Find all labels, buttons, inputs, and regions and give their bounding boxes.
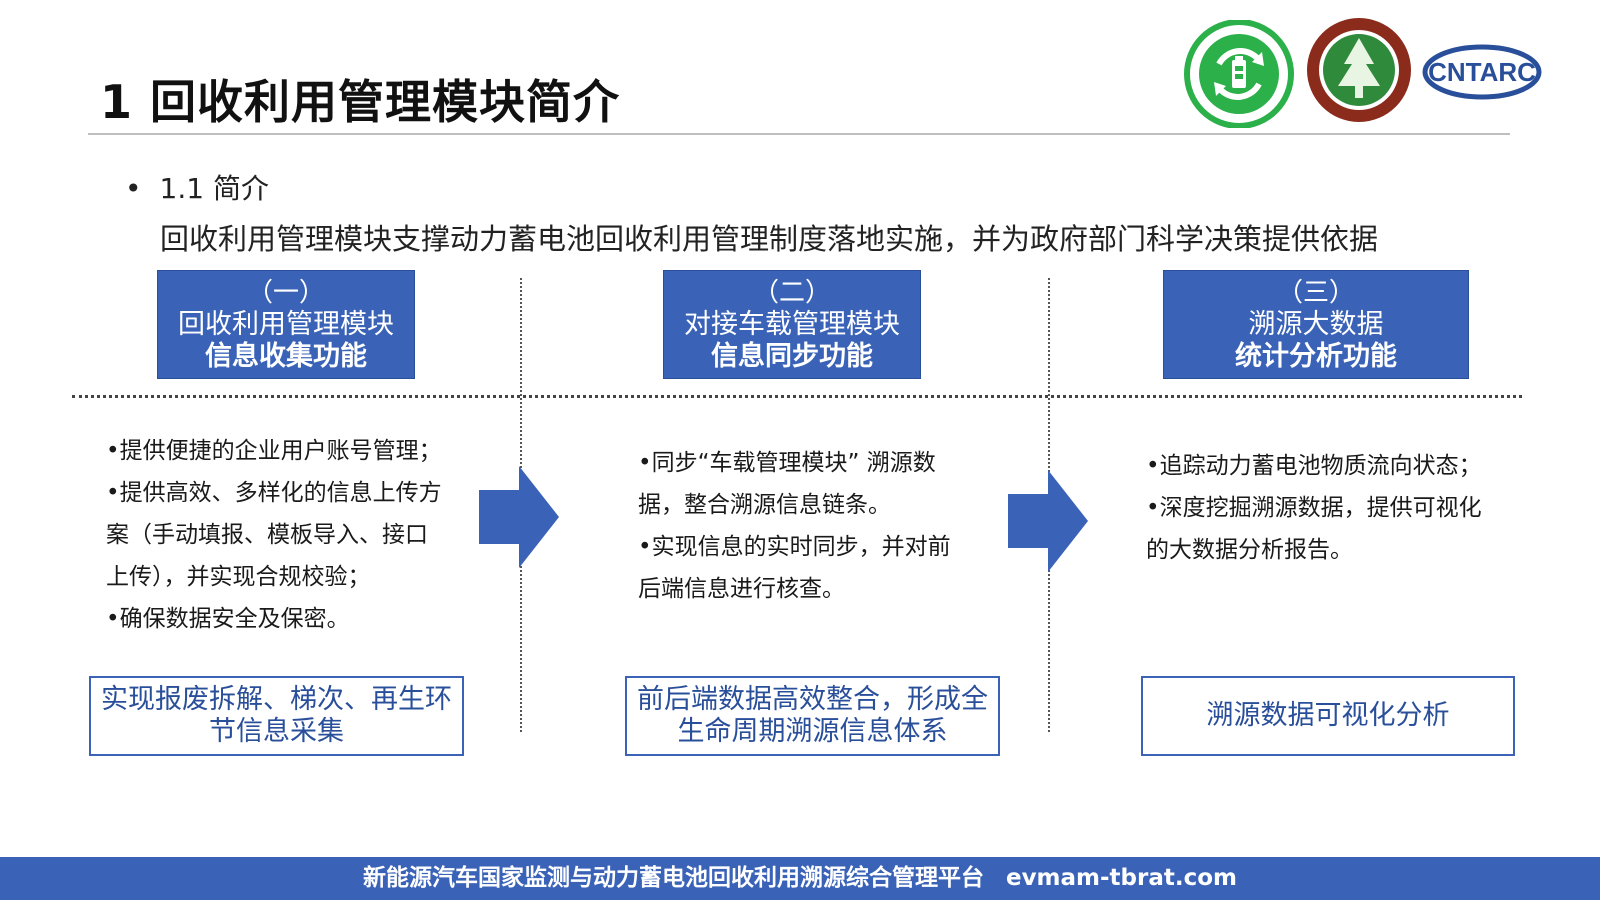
outcome-line: 溯源数据可视化分析 [1206, 700, 1450, 731]
outcome-line: 节信息采集 [209, 716, 344, 747]
row-divider [72, 395, 1522, 398]
list-item: 案（手动填报、模板导入、接口 [106, 522, 428, 548]
list-item: 上传），并实现合规校验； [106, 564, 371, 590]
list-item: •提供高效、多样化的信息上传方 [106, 480, 442, 506]
module-outcome-2: 前后端数据高效整合，形成全 生命周期溯源信息体系 [625, 676, 1000, 756]
title-divider [88, 133, 1510, 135]
module-function: 信息收集功能 [205, 340, 367, 372]
cnta-logo-text: CNTARC [1428, 57, 1536, 87]
intro-text: 回收利用管理模块支撑动力蓄电池回收利用管理制度落地实施，并为政府部门科学决策提供… [160, 222, 1379, 256]
outcome-line: 前后端数据高效整合，形成全 [637, 684, 988, 715]
module-name: 回收利用管理模块 [178, 308, 394, 340]
module-number: （三） [1276, 277, 1355, 308]
module-outcome-1: 实现报废拆解、梯次、再生环 节信息采集 [89, 676, 464, 756]
module-function: 信息同步功能 [711, 340, 873, 372]
list-item: •确保数据安全及保密。 [106, 606, 350, 632]
page-title: 1 回收利用管理模块简介 [100, 75, 621, 129]
right-arrow-icon [1008, 470, 1088, 572]
module-header-1: （一） 回收利用管理模块 信息收集功能 [157, 270, 415, 379]
module-name: 溯源大数据 [1248, 308, 1384, 340]
module-number: （二） [752, 277, 831, 308]
module-function: 统计分析功能 [1235, 340, 1397, 372]
module-description-3: •追踪动力蓄电池物质流向状态； •深度挖掘溯源数据，提供可视化 的大数据分析报告… [1146, 445, 1482, 571]
section-heading: • 1.1 简介 [125, 167, 269, 207]
right-arrow-icon [479, 466, 559, 568]
list-item: •实现信息的实时同步，并对前 [638, 534, 951, 560]
footer-text: 新能源汽车国家监测与动力蓄电池回收利用溯源综合管理平台 [362, 865, 984, 891]
bullet-dot: • [125, 172, 142, 205]
cnta-logo-icon: CNTARC [1422, 44, 1542, 100]
list-item: •追踪动力蓄电池物质流向状态； [1146, 453, 1482, 479]
footer-url: evmam-tbrat.com [1005, 865, 1238, 891]
module-description-2: •同步“车载管理模块” 溯源数 据，整合溯源信息链条。 •实现信息的实时同步，并… [638, 442, 951, 610]
list-item: 后端信息进行核查。 [638, 576, 845, 602]
outcome-line: 生命周期溯源信息体系 [677, 716, 948, 747]
logo-group: CNTARC [1184, 18, 1580, 130]
footer-bar: 新能源汽车国家监测与动力蓄电池回收利用溯源综合管理平台 evmam-tbrat.c… [0, 857, 1600, 900]
list-item: •同步“车载管理模块” 溯源数 [638, 450, 936, 476]
section-heading-text: 1.1 简介 [159, 172, 269, 205]
module-description-1: •提供便捷的企业用户账号管理； •提供高效、多样化的信息上传方 案（手动填报、模… [106, 430, 442, 640]
module-number: （一） [246, 277, 325, 308]
list-item: 的大数据分析报告。 [1146, 537, 1353, 563]
module-header-3: （三） 溯源大数据 统计分析功能 [1163, 270, 1469, 379]
list-item: 据，整合溯源信息链条。 [638, 492, 891, 518]
module-header-2: （二） 对接车载管理模块 信息同步功能 [663, 270, 921, 379]
outcome-line: 实现报废拆解、梯次、再生环 [101, 684, 452, 715]
module-name: 对接车载管理模块 [684, 308, 900, 340]
module-outcome-3: 溯源数据可视化分析 [1141, 676, 1515, 756]
university-seal-logo-icon [1307, 18, 1411, 122]
list-item: •提供便捷的企业用户账号管理； [106, 438, 442, 464]
list-item: •深度挖掘溯源数据，提供可视化 [1146, 495, 1482, 521]
recycle-battery-logo-icon [1184, 20, 1294, 128]
